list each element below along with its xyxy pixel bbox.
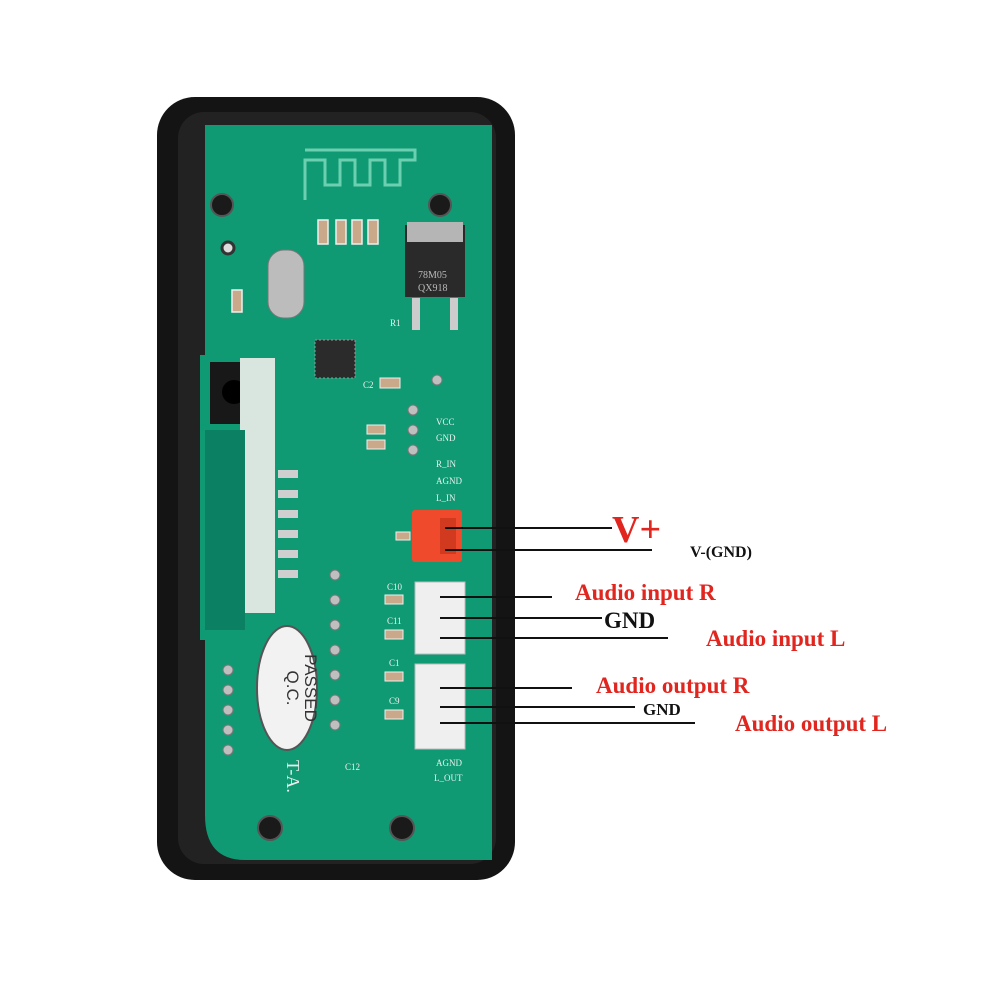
silk-c10: C10 bbox=[387, 582, 403, 592]
qc-text: PASSED bbox=[301, 654, 320, 722]
label-v-minus-gnd: V-(GND) bbox=[690, 544, 752, 561]
label-gnd-input: GND bbox=[604, 608, 655, 633]
qc-passed-sticker bbox=[256, 625, 318, 751]
silk-gnd: GND bbox=[436, 433, 456, 443]
label-gnd-output: GND bbox=[643, 700, 681, 719]
silk-r1: R1 bbox=[390, 318, 401, 328]
regulator-marking: 78M05 bbox=[418, 270, 447, 281]
silk-vcc: VCC bbox=[436, 417, 455, 427]
silk-l-in: L_IN bbox=[436, 493, 456, 503]
leader-lines bbox=[440, 527, 695, 724]
label-audio-output-r: Audio output R bbox=[596, 673, 750, 698]
label-audio-output-l: Audio output L bbox=[735, 711, 887, 736]
silk-c12: C12 bbox=[345, 762, 360, 772]
silk-agnd: AGND bbox=[436, 476, 462, 486]
silk-c9: C9 bbox=[389, 696, 400, 706]
regulator-marking: QX918 bbox=[418, 283, 447, 294]
crystal bbox=[267, 249, 305, 319]
screw-icons bbox=[210, 193, 452, 841]
silk-l-out: L_OUT bbox=[434, 773, 463, 783]
antenna-trace bbox=[303, 148, 417, 200]
label-audio-input-r: Audio input R bbox=[575, 580, 716, 605]
silk-r-in: R_IN bbox=[436, 459, 457, 469]
silk-agnd: AGND bbox=[436, 758, 462, 768]
tf-card-slot bbox=[240, 358, 275, 613]
silk-c2: C2 bbox=[363, 380, 374, 390]
bluetooth-chip bbox=[314, 339, 356, 379]
label-audio-input-l: Audio input L bbox=[706, 626, 845, 651]
silk-c1: C1 bbox=[389, 658, 400, 668]
qc-text: Q.C. bbox=[283, 671, 302, 706]
label-v-plus: V+ bbox=[612, 509, 661, 551]
silk-c11: C11 bbox=[387, 616, 402, 626]
model-marking: T-A. bbox=[283, 760, 303, 793]
